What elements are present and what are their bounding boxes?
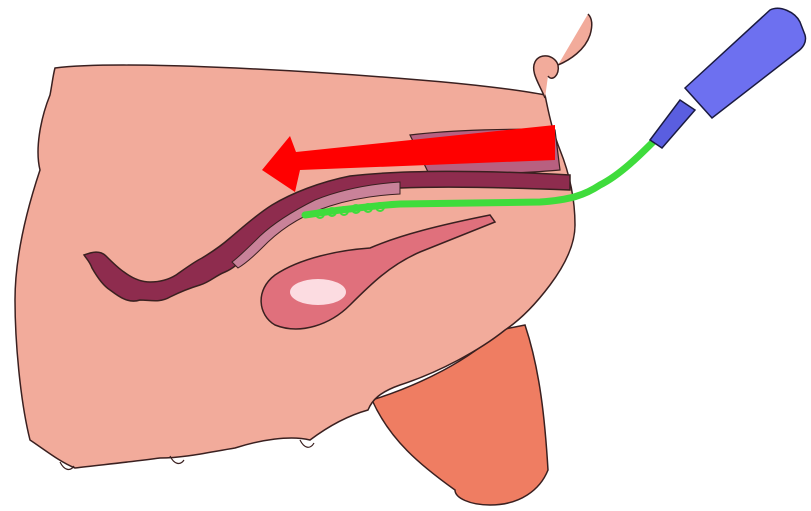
external-curl [534, 14, 592, 98]
catheter-syringe [650, 8, 806, 148]
syringe-body [685, 8, 806, 118]
syringe-needle-hub [650, 100, 695, 148]
bladder-highlight [290, 279, 346, 305]
